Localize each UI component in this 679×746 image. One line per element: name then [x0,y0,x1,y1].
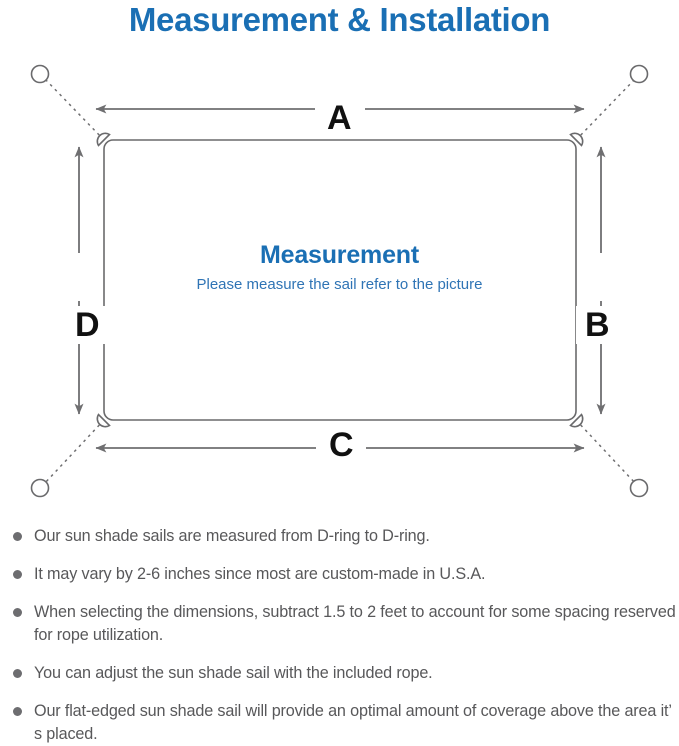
note-text: You can adjust the sun shade sail with t… [34,664,433,682]
anchor-ring-top-left [30,64,50,84]
d-ring-bottom-right [569,413,584,428]
dimension-label-a: A [318,99,361,137]
d-ring-top-left [96,132,111,147]
rope-top-left [43,77,105,141]
dimension-label-b: B [576,306,619,344]
anchor-ring-top-right [629,64,649,84]
anchor-ring-bottom-right [629,478,649,498]
dimension-label-c: C [320,426,363,464]
list-item: It may vary by 2-6 inches since most are… [8,563,676,586]
note-text: Our sun shade sails are measured from D-… [34,527,430,545]
sail-measurement-diagram: A B C D Measurement Please measure the s… [0,48,679,518]
note-text: Our flat-edged sun shade sail will provi… [34,702,672,743]
list-item: You can adjust the sun shade sail with t… [8,662,676,685]
list-item: When selecting the dimensions, subtract … [8,601,676,647]
d-ring-top-right [569,132,584,147]
rope-bottom-left [43,419,105,485]
diagram-svg [30,64,649,498]
anchor-rings [30,64,649,498]
list-item: Our flat-edged sun shade sail will provi… [8,700,676,746]
bullet-icon [13,532,22,541]
rope-lines [43,77,637,485]
note-text: When selecting the dimensions, subtract … [34,603,676,644]
bullet-icon [13,570,22,579]
page-title: Measurement & Installation [128,1,551,38]
anchor-ring-bottom-left [30,478,50,498]
rope-top-right [575,77,637,141]
rope-bottom-right [575,419,637,485]
bullet-icon [13,707,22,716]
notes-list: Our sun shade sails are measured from D-… [8,525,676,746]
bullet-icon [13,608,22,617]
dimension-label-d: D [66,306,109,344]
note-text: It may vary by 2-6 inches since most are… [34,565,486,583]
list-item: Our sun shade sails are measured from D-… [8,525,676,548]
sail-body [103,139,577,421]
bullet-icon [13,669,22,678]
d-ring-bottom-left [96,413,111,428]
d-rings [96,132,584,428]
